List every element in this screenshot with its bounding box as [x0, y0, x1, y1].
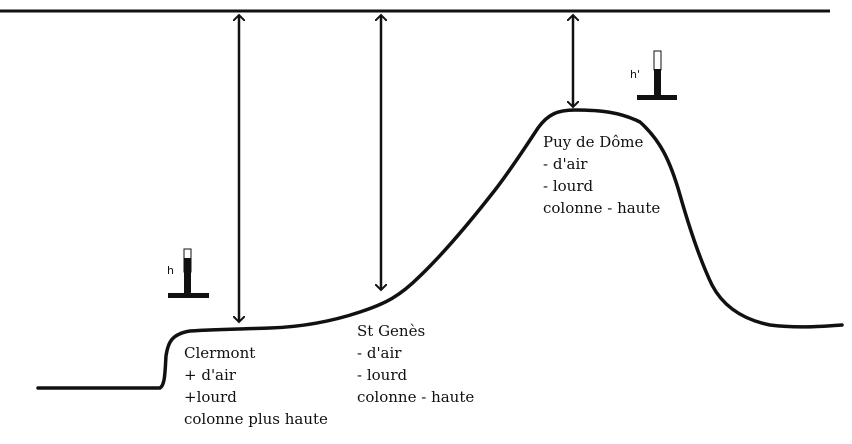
barometer-high-mercury — [654, 69, 661, 98]
label-st-genes: St Genès - d'air - lourd colonne - haute — [357, 320, 474, 408]
barometer-high-tube — [653, 50, 662, 71]
location-line: + d'air — [184, 366, 236, 384]
location-line: colonne - haute — [357, 388, 475, 406]
location-line: - d'air — [357, 344, 402, 362]
location-line: - lourd — [357, 366, 408, 384]
barometer-high — [637, 50, 677, 100]
barometer-high-label: h' — [630, 68, 640, 81]
barometer-high-basin — [637, 95, 677, 100]
label-clermont: Clermont + d'air +lourd colonne plus hau… — [184, 342, 328, 430]
barometer-low — [168, 248, 209, 298]
location-line: +lourd — [184, 388, 237, 406]
location-name: Clermont — [184, 344, 256, 362]
location-line: - d'air — [543, 155, 588, 173]
terrain-profile — [36, 108, 844, 390]
location-line: colonne plus haute — [184, 410, 328, 428]
location-name: St Genès — [357, 322, 426, 340]
barometer-low-basin — [168, 293, 209, 298]
barometer-low-label: h — [167, 264, 174, 277]
barometer-low-mercury — [184, 258, 191, 296]
label-puy-de-dome: Puy de Dôme - d'air - lourd colonne - ha… — [543, 131, 660, 219]
location-line: - lourd — [543, 177, 594, 195]
location-line: colonne - haute — [543, 199, 661, 217]
location-name: Puy de Dôme — [543, 133, 644, 151]
